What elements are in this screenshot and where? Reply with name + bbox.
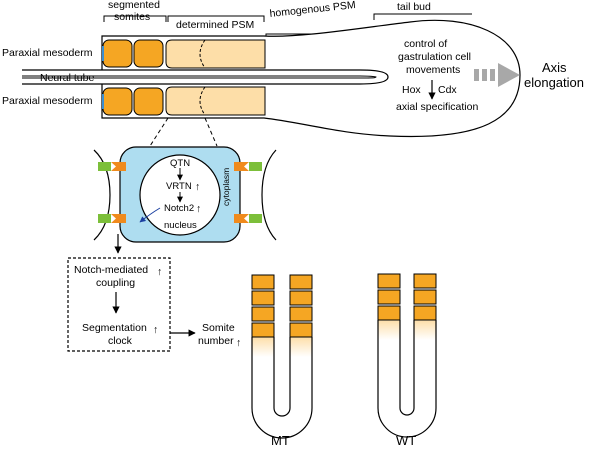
embryo-schematic: segmented somites determined PSM homogen… — [2, 0, 584, 147]
segmentation-clock-up-icon: ↑ — [153, 324, 158, 336]
somite-top-2 — [133, 39, 164, 68]
somite-number-up-icon: ↑ — [236, 337, 241, 349]
homogenous-psm-label: homogenous PSM — [269, 0, 356, 20]
mt-fade-right — [290, 337, 312, 357]
left-neighbor-membrane — [93, 149, 111, 241]
somite-number-label-1: Somite — [202, 322, 235, 334]
tail-bud-label: tail bud — [397, 1, 431, 13]
ligand-right-bottom-green — [249, 214, 262, 223]
vrtn-up-icon: ↑ — [195, 181, 200, 193]
nucleus-label: nucleus — [164, 220, 197, 231]
segmented-somites-label-1: segmented — [108, 0, 160, 11]
control-label-3: movements — [406, 64, 460, 76]
zoom-line-right — [204, 117, 218, 147]
mt-label: MT — [271, 433, 290, 448]
psm-bottom-boundary — [199, 86, 206, 116]
wt-somite-left-2 — [377, 289, 401, 305]
notch2-membrane-arrow — [139, 207, 161, 223]
somite-top-1 — [102, 39, 133, 68]
control-label-1: control of — [404, 38, 447, 50]
somite-bottom-2 — [133, 87, 164, 116]
somite-number-label-2: number — [198, 335, 234, 347]
wt-somites — [377, 273, 437, 321]
notch2-label: Notch2 — [164, 203, 194, 214]
axis-label-1: Axis — [542, 60, 567, 75]
axis-elongation-arrow-icon — [498, 63, 520, 87]
segmented-somites-bracket — [103, 15, 167, 22]
mt-somite-left-2 — [251, 306, 275, 322]
ligand-left-top-green — [98, 162, 111, 171]
qtn-label: QTN — [170, 158, 190, 169]
control-label-2: gastrulation cell — [398, 51, 471, 63]
receptor-right-bottom-orange — [234, 214, 249, 223]
mt-somite-left-1 — [251, 322, 275, 338]
determined-psm-label: determined PSM — [176, 19, 254, 31]
determined-psm-top — [165, 39, 266, 69]
notch-coupling-label-2: coupling — [96, 277, 135, 289]
neural-tube — [22, 69, 389, 85]
mt-somite-right-2 — [289, 306, 313, 322]
notch2-up-icon: ↑ — [196, 203, 201, 215]
mt-fade-left — [252, 337, 274, 357]
wt-label: WT — [396, 433, 416, 448]
cdx-label: Cdx — [438, 84, 457, 96]
cell-schematic: QTN VRTN ↑ Notch2 ↑ nucleus cytoplasm — [93, 146, 277, 254]
mt-somite-right-1 — [289, 322, 313, 338]
neural-tube-label: Neural tube — [40, 72, 94, 84]
hox-label: Hox — [402, 84, 421, 96]
wt-somite-right-1 — [413, 305, 437, 321]
notch-coupling-label-1: Notch-mediated — [74, 264, 148, 276]
paraxial-mesoderm-bottom-label: Paraxial mesoderm — [2, 95, 93, 107]
segmentation-clock-label-2: clock — [108, 335, 133, 347]
mt-somite-left-3 — [251, 290, 275, 306]
right-neighbor-membrane — [261, 149, 277, 241]
axis-label-2: elongation — [524, 75, 584, 90]
mt-somite-left-4 — [251, 274, 275, 290]
axis-dash-3 — [490, 69, 495, 81]
wt-somite-left-3 — [377, 273, 401, 289]
mt-somites — [251, 274, 313, 338]
mt-embryo: MT — [251, 274, 313, 448]
wt-u-outline — [377, 320, 437, 438]
ligand-right-top-green — [249, 162, 262, 171]
neural-tube-lumen — [22, 75, 377, 79]
wt-somite-right-2 — [413, 289, 437, 305]
somite-bottom-1 — [102, 87, 133, 116]
wt-embryo: WT — [377, 273, 437, 448]
vrtn-label: VRTN — [166, 181, 192, 192]
receptor-left-bottom-orange — [111, 214, 126, 223]
axis-dash-2 — [482, 69, 487, 81]
mt-somite-right-4 — [289, 274, 313, 290]
segmentation-clock-label-1: Segmentation — [82, 322, 147, 334]
axial-specification-label: axial specification — [396, 101, 478, 113]
wt-somite-left-1 — [377, 305, 401, 321]
mt-somite-right-3 — [289, 290, 313, 306]
wt-fade-right — [414, 320, 436, 340]
zoom-line-left — [149, 117, 169, 147]
psm-top-boundary — [199, 39, 206, 69]
mechanism-box: Notch-mediated ↑ coupling Segmentation c… — [67, 257, 241, 352]
wt-fade-left — [378, 320, 400, 340]
wt-somite-right-3 — [413, 273, 437, 289]
receptor-right-top-orange — [234, 162, 249, 171]
paraxial-mesoderm-top-label: Paraxial mesoderm — [2, 47, 93, 59]
determined-psm-bracket — [167, 15, 265, 22]
ligand-left-bottom-green — [98, 214, 111, 223]
mt-u-outline — [251, 337, 313, 439]
cytoplasm-label: cytoplasm — [221, 168, 231, 206]
tail-bud-bracket — [373, 13, 472, 20]
determined-psm-bottom — [165, 86, 266, 116]
receptor-left-top-orange — [111, 162, 126, 171]
dashed-box — [67, 257, 171, 352]
notch-coupling-up-icon: ↑ — [157, 266, 162, 278]
segmented-somites-label-2: somites — [114, 11, 150, 23]
axis-dash-1 — [474, 69, 479, 81]
